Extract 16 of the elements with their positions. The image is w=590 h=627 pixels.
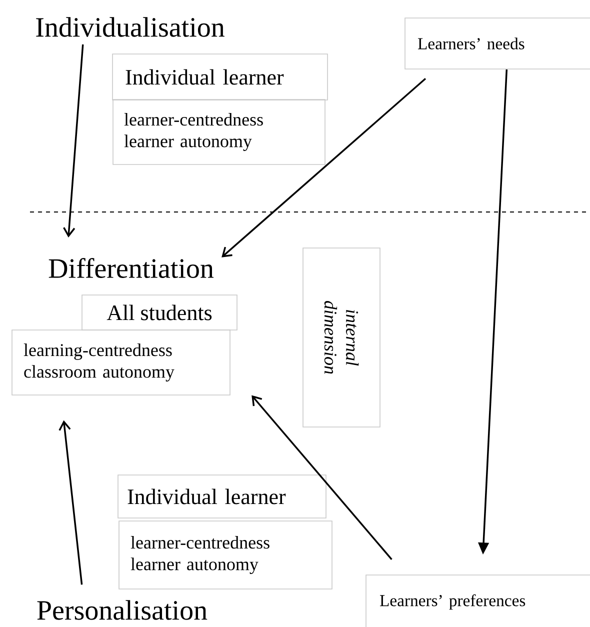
text-box: Learners’ preferences xyxy=(366,574,590,627)
heading-text: Personalisation xyxy=(37,600,208,620)
arrow xyxy=(58,420,83,585)
arrow xyxy=(63,44,84,238)
text-box: learning-centredness classroom autonomy xyxy=(12,330,230,396)
heading-text: Individualisation xyxy=(36,17,224,37)
heading-box: Individual learner xyxy=(118,474,326,518)
arrow xyxy=(222,78,426,258)
rotated-text-box: internal dimension xyxy=(302,248,380,428)
text-box: Learners’ needs xyxy=(404,18,590,70)
text-box: learner-centredness learner autonomy xyxy=(112,99,326,165)
arrow xyxy=(252,395,392,560)
heading-box: Individual learner xyxy=(112,54,328,100)
heading-box: All students xyxy=(82,294,238,330)
text-box: learner-centredness learner autonomy xyxy=(118,520,332,590)
heading-text: Differentiation xyxy=(48,258,214,278)
